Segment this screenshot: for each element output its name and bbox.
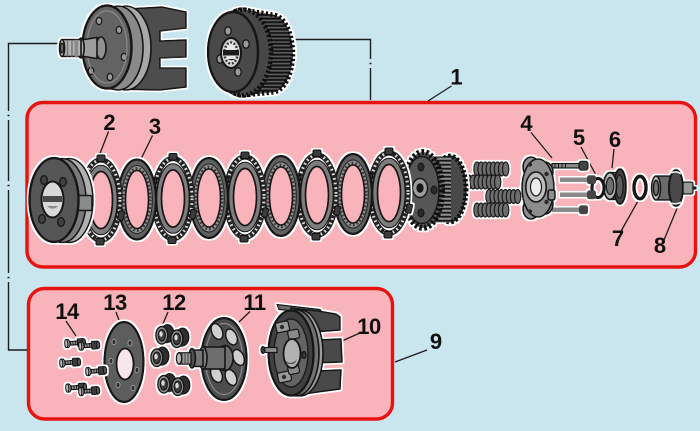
svg-text:11: 11 bbox=[243, 290, 266, 315]
svg-text:13: 13 bbox=[103, 290, 127, 315]
svg-text:2: 2 bbox=[103, 110, 115, 135]
svg-text:14: 14 bbox=[55, 299, 80, 324]
svg-text:8: 8 bbox=[654, 233, 666, 258]
svg-text:10: 10 bbox=[357, 314, 381, 339]
svg-text:3: 3 bbox=[149, 114, 161, 139]
svg-text:4: 4 bbox=[520, 111, 533, 136]
svg-text:9: 9 bbox=[430, 329, 442, 354]
svg-text:12: 12 bbox=[162, 290, 186, 315]
svg-text:6: 6 bbox=[609, 127, 621, 152]
svg-text:7: 7 bbox=[612, 226, 624, 251]
svg-text:5: 5 bbox=[573, 125, 585, 150]
svg-text:1: 1 bbox=[450, 65, 462, 90]
